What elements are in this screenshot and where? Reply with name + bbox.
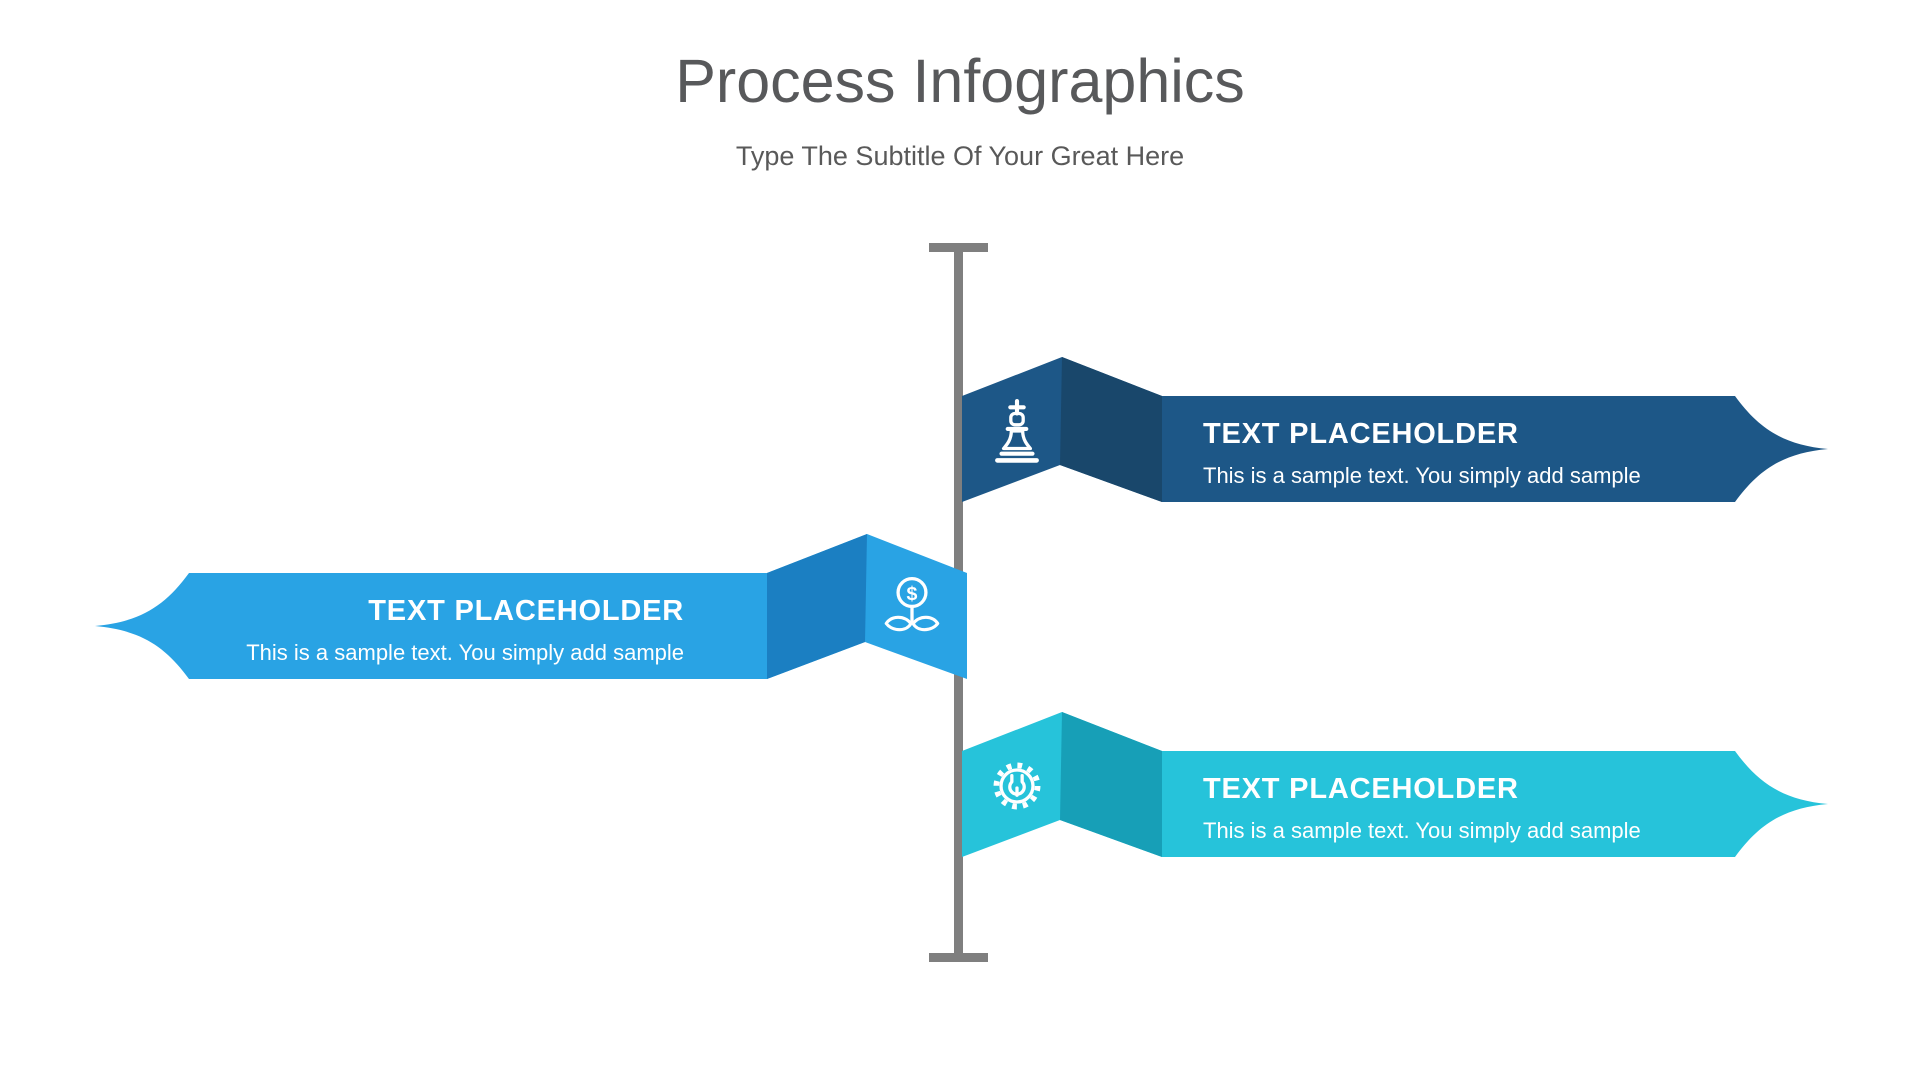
banner-3-text: TEXT PLACEHOLDER This is a sample text. … [1203,771,1641,846]
page-subtitle: Type The Subtitle Of Your Great Here [735,141,1185,171]
banner-1-body: This is a sample text. You simply add sa… [1203,463,1641,488]
ribbon-fold-1 [1060,357,1162,502]
ribbon-body-3 [962,712,1828,857]
banner-3-body: This is a sample text. You simply add sa… [1203,818,1641,843]
timeline-bottom-cap [929,953,988,962]
slide-header: Process Infographics Type The Subtitle O… [0,44,1920,173]
banner-1-text: TEXT PLACEHOLDER This is a sample text. … [1203,416,1641,491]
ribbon-body-2 [95,534,967,679]
ribbon-shape-2 [95,534,967,679]
banner-3-title: TEXT PLACEHOLDER [1203,773,1519,805]
banner-2-title: TEXT PLACEHOLDER [368,595,684,627]
process-banner-1: TEXT PLACEHOLDER This is a sample text. … [962,357,1832,503]
banner-2-text: TEXT PLACEHOLDER This is a sample text. … [246,593,684,668]
banner-1-title: TEXT PLACEHOLDER [1203,418,1519,450]
money-growth-icon: $ [879,575,945,641]
banner-2-body: This is a sample text. You simply add sa… [246,640,684,665]
page-title: Process Infographics [675,47,1245,115]
svg-text:$: $ [907,583,918,605]
gear-wrench-icon [984,753,1050,819]
process-banner-2: $ TEXT PLACEHOLDER This is a sample text… [95,534,967,680]
process-banner-3: TEXT PLACEHOLDER This is a sample text. … [962,712,1832,858]
ribbon-shape-3 [962,712,1828,857]
ribbon-shape-1 [962,357,1828,502]
chess-king-icon [984,398,1050,464]
ribbon-fold-2 [767,534,867,679]
ribbon-fold-3 [1060,712,1162,857]
ribbon-body-1 [962,357,1828,502]
